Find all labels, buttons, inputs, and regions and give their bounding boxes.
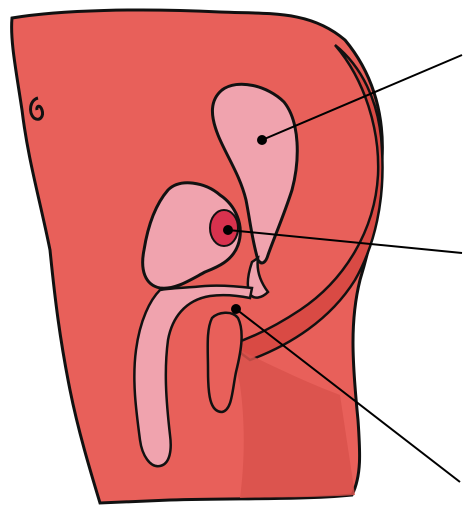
upper-organ-pointer-dot <box>257 135 267 145</box>
lower-organ-pointer-dot <box>231 304 241 314</box>
middle-organ-pointer-dot <box>223 225 233 235</box>
